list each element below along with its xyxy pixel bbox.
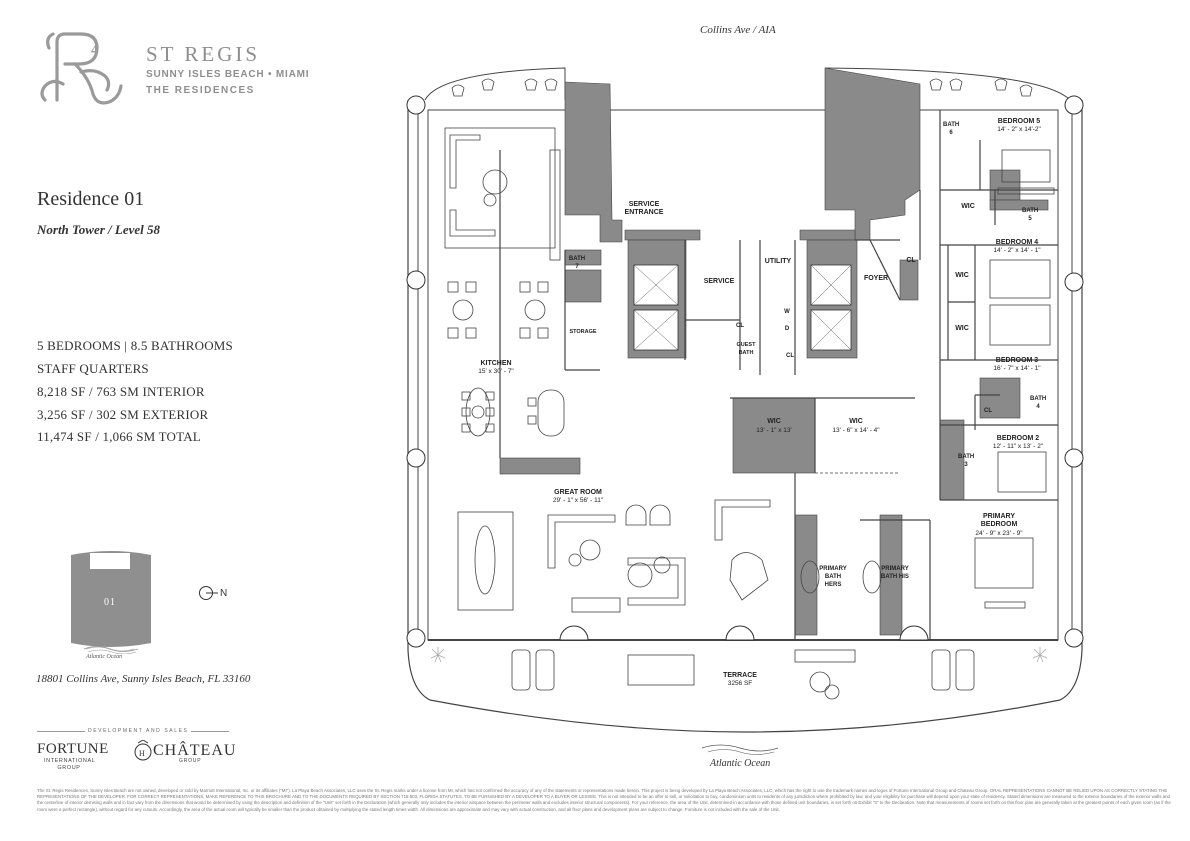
room-bath6: BATH 6 [943,122,960,136]
room-kitchen-dim: 15' x 30' - 7" [478,368,514,375]
room-bedroom3-dim: 16' - 7" x 14' - 1" [993,365,1041,372]
room-bedroom5: BEDROOM 5 [997,118,1041,125]
room-bedroom2-dim: 12' - 11" x 13' - 2" [992,443,1044,450]
room-wic-b4: WIC [955,272,969,279]
svg-text:4: 4 [91,43,98,58]
spec-exterior: 3,256 SF / 302 SM EXTERIOR [37,407,209,422]
key-plan [66,547,156,652]
chateau-crest-icon: H [133,739,153,771]
room-cl-service: CL [736,323,744,329]
chateau-sub: GROUP [179,758,202,764]
brand-name: ST REGIS [146,42,261,66]
ocean-label: Atlantic Ocean [710,758,771,769]
st-regis-logo: 4 [35,28,130,110]
key-plan-ocean-waves-icon [82,641,142,659]
room-bedroom3: BEDROOM 3 [995,357,1039,364]
room-wic-b3: WIC [955,325,969,332]
svg-text:H: H [139,749,145,758]
residence-title: Residence 01 [37,188,145,210]
room-great-room: GREAT ROOM [554,489,602,496]
brand-location: SUNNY ISLES BEACH • MIAMI [146,69,310,80]
room-bath5: BATH 5 [1022,208,1039,222]
street-label: Collins Ave / AIA [700,24,776,36]
room-kitchen: KITCHEN [480,360,512,367]
floor-plan [406,67,1084,733]
developers-label: DEVELOPMENT AND SALES [85,728,192,734]
room-wic-b5: WIC [961,203,975,210]
room-wic-b-dim: 13' - 6" x 14' - 4" [832,427,880,434]
room-wic-b: WIC [849,418,863,425]
fortune-logo: FORTUNE [37,741,109,757]
room-cl-utility: CL [786,353,794,359]
room-utility: UTILITY [764,258,792,265]
room-cl-foyer: CL [906,257,916,264]
ocean-waves-icon [700,742,780,761]
room-foyer: FOYER [863,275,889,282]
legal-disclaimer: The St. Regis Residences, Sunny Isles Be… [37,788,1171,812]
spec-total: 11,474 SF / 1,066 SM TOTAL [37,429,201,444]
residence-subtitle: North Tower / Level 58 [37,222,161,237]
brand-tagline: THE RESIDENCES [146,85,255,96]
room-dryer: D [784,326,790,332]
room-wic-a: WIC [767,418,781,425]
room-service-entrance: SERVICE ENTRANCE [624,201,664,216]
chateau-logo: CHÂTEAU [153,742,237,759]
room-wic-a-dim: 13' - 1" x 13' [756,427,792,434]
room-bath3: BATH 3 [958,454,975,468]
key-plan-unit-label: 01 [104,597,116,608]
room-bedroom4: BEDROOM 4 [995,239,1039,246]
north-arrow-icon [198,585,222,606]
key-plan-ocean-label: Atlantic Ocean [86,654,123,660]
residence-address: 18801 Collins Ave, Sunny Isles Beach, FL… [36,673,251,685]
room-bedroom5-dim: 14' - 2" x 14'-2" [997,126,1041,133]
room-primary-bedroom: PRIMARY BEDROOM [980,513,1018,528]
room-storage: STORAGE [569,329,597,335]
room-service: SERVICE [703,278,735,285]
room-bath7: BATH 7 [568,256,586,270]
room-primary-bath-hers: PRIMARY BATH HERS [819,566,847,588]
room-bedroom4-dim: 14' - 2" x 14' - 1" [993,247,1041,254]
palm-icon [430,647,1048,663]
spec-bedrooms: 5 BEDROOMS | 8.5 BATHROOMS [37,338,233,353]
room-washer: W [784,309,790,315]
room-bath4: BATH 4 [1030,396,1047,410]
room-primary-bath-his: PRIMARY BATH HIS [881,566,909,580]
room-great-room-dim: 29' - 1" x 56' - 11" [552,497,604,504]
key-plan-shape-icon [71,551,151,652]
spec-interior: 8,218 SF / 763 SM INTERIOR [37,384,205,399]
north-label: N [220,588,228,599]
fortune-sub: INTERNATIONAL GROUP [44,758,96,771]
room-bedroom2: BEDROOM 2 [996,435,1040,442]
spec-staff: STAFF QUARTERS [37,361,149,376]
st-regis-monogram-icon: 4 [40,32,123,105]
room-primary-bedroom-dim: 24' - 9" x 23' - 9" [975,530,1023,537]
room-guest-bath: GUEST BATH [736,342,756,356]
room-terrace: TERRACE [723,672,757,679]
room-terrace-dim: 3256 SF [727,680,753,687]
room-cl-b2: CL [984,408,992,414]
